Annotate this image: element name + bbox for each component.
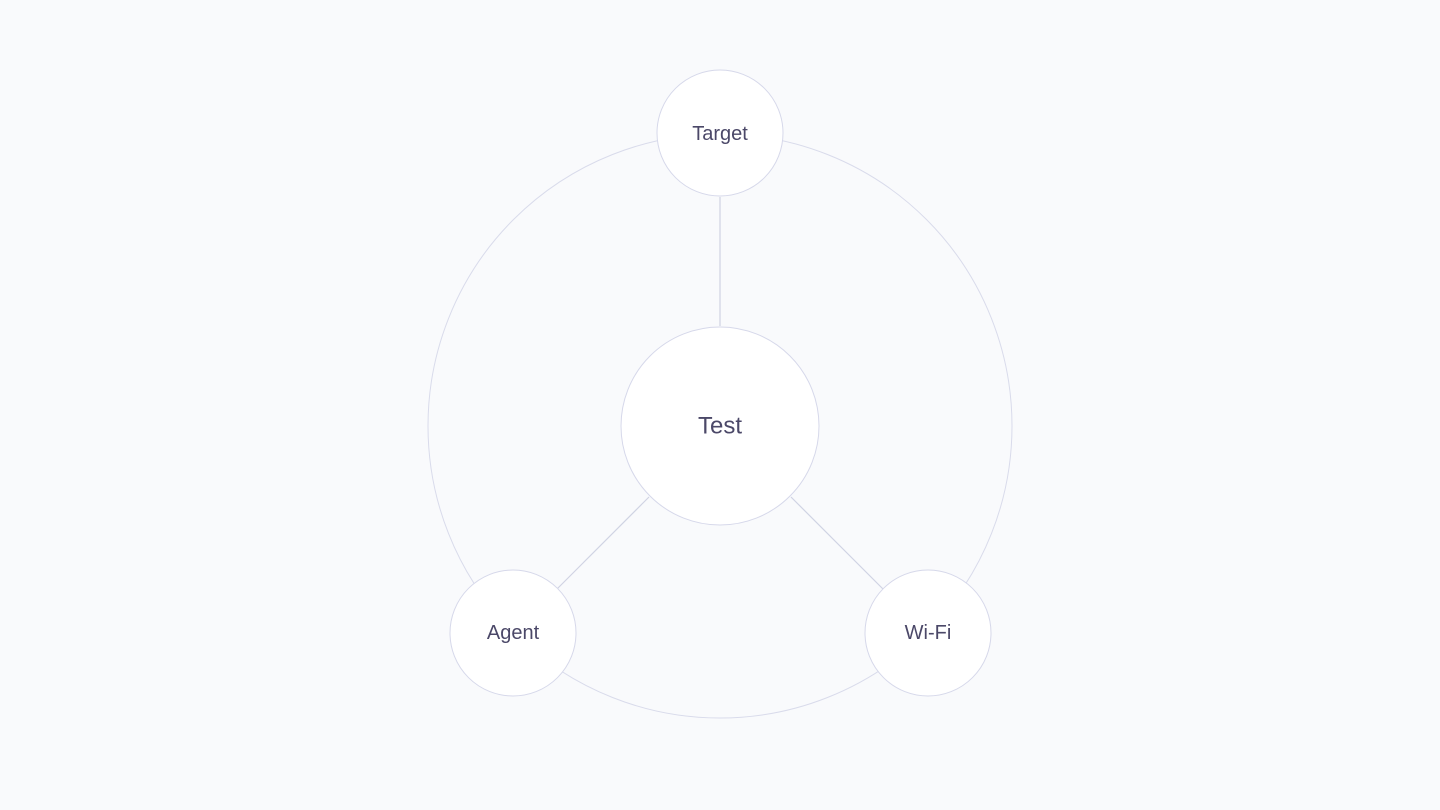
node-wifi[interactable]: Wi-Fi xyxy=(864,569,992,697)
node-wifi-circle xyxy=(864,569,992,697)
node-target[interactable]: Target xyxy=(656,69,784,197)
node-test-circle xyxy=(620,326,820,526)
node-target-circle xyxy=(656,69,784,197)
spoke-agent xyxy=(556,496,650,590)
node-agent-circle xyxy=(449,569,577,697)
node-test-label: Test xyxy=(698,413,742,440)
node-agent-label: Agent xyxy=(487,622,540,644)
node-wifi-label: Wi-Fi xyxy=(905,622,952,644)
node-target-label: Target xyxy=(692,123,748,145)
node-test[interactable]: Test xyxy=(620,326,820,526)
node-agent[interactable]: Agent xyxy=(449,569,577,697)
spoke-wifi xyxy=(790,496,884,590)
